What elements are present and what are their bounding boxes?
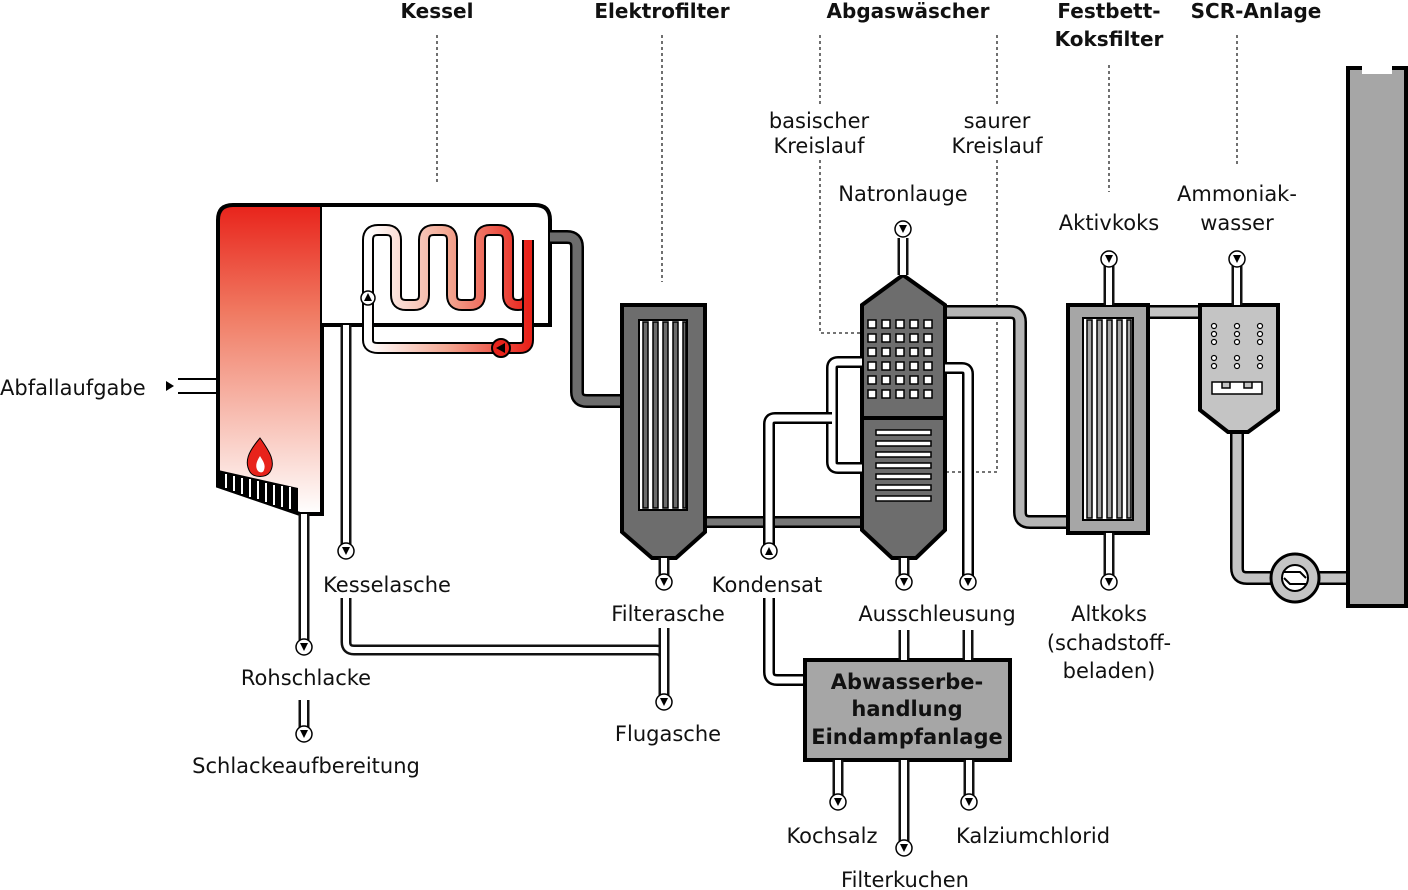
- header-festbett-line2: Koksfilter: [1055, 27, 1164, 51]
- arrow-down-icon: [1228, 250, 1246, 268]
- label-ammoniak-line1: Ammoniak-: [1177, 182, 1297, 206]
- label-kalziumchlorid: Kalziumchlorid: [956, 824, 1110, 848]
- arrow-down-icon: [1100, 573, 1118, 591]
- label-flugasche: Flugasche: [615, 722, 721, 746]
- arrow-down-icon: [894, 220, 912, 238]
- flue-gas-scrubber: [860, 272, 947, 560]
- label-altkoks-line3: beladen): [1063, 659, 1156, 683]
- flame-icon: [246, 437, 273, 477]
- basisch-label-line2: Kreislauf: [773, 134, 865, 158]
- boiler-kessel: [216, 203, 552, 516]
- label-natronlauge: Natronlauge: [838, 182, 967, 206]
- label-rohschlacke: Rohschlacke: [241, 666, 371, 690]
- io-pipes: [298, 238, 1243, 842]
- arrow-down-icon: [960, 793, 978, 811]
- fixed-bed-coke-filter: [1066, 303, 1150, 535]
- flow-arrows: [295, 220, 1246, 857]
- arrow-right-icon: [166, 381, 174, 391]
- stage-headers: Kessel Elektrofilter Abgaswäscher Festbe…: [401, 0, 1322, 51]
- arrow-down-icon: [959, 573, 977, 591]
- label-kesselasche: Kesselasche: [323, 573, 451, 597]
- header-elektrofilter: Elektrofilter: [594, 0, 729, 23]
- arrow-down-icon: [895, 839, 913, 857]
- gas-pipes: [550, 230, 1348, 585]
- boiler-furnace: [216, 203, 324, 516]
- pump-icon: [491, 338, 511, 358]
- basisch-label-line1: basischer: [769, 109, 870, 133]
- wastewater-treatment-box: Abwasserbe- handlung Eindampfanlage: [803, 658, 1012, 762]
- header-festbett-line1: Festbett-: [1057, 0, 1160, 23]
- arrow-down-icon: [295, 725, 313, 743]
- arrow-down-icon: [1100, 250, 1118, 268]
- label-altkoks-line2: (schadstoff-: [1047, 631, 1171, 655]
- label-kondensat: Kondensat: [712, 573, 823, 597]
- chimney-stack: [1346, 62, 1408, 608]
- label-aktivkoks: Aktivkoks: [1059, 211, 1159, 235]
- sauer-label-line2: Kreislauf: [951, 134, 1043, 158]
- leader-lines: [436, 35, 1238, 473]
- flow-labels: Natronlauge Aktivkoks Ammoniak- wasser K…: [192, 182, 1297, 890]
- treatment-line3: Eindampfanlage: [811, 725, 1003, 749]
- arrow-down-icon: [895, 573, 913, 591]
- label-abfallaufgabe: Abfallaufgabe: [0, 376, 146, 400]
- scrubber-lower-bars: [875, 429, 932, 502]
- boiler-grate: [218, 470, 298, 512]
- treatment-line2: handlung: [851, 697, 962, 721]
- arrow-down-icon: [829, 793, 847, 811]
- label-ausschleusung: Ausschleusung: [858, 602, 1015, 626]
- arrow-down-icon: [655, 573, 673, 591]
- header-abgaswaescher: Abgaswäscher: [827, 0, 990, 23]
- label-filterasche: Filterasche: [611, 602, 725, 626]
- circuit-labels: basischer Kreislauf saurer Kreislauf: [769, 109, 1043, 158]
- scrubber-upper-grid: [867, 319, 933, 399]
- scrubber-loops: [763, 356, 974, 686]
- scr-reactor: [1198, 303, 1280, 434]
- waste-input: Abfallaufgabe: [0, 376, 218, 400]
- label-altkoks-line1: Altkoks: [1071, 602, 1147, 626]
- arrow-up-icon: [760, 542, 778, 560]
- label-filterkuchen: Filterkuchen: [841, 868, 969, 890]
- arrow-down-icon: [655, 693, 673, 711]
- arrow-down-icon: [337, 542, 355, 560]
- electrostatic-precipitator: [620, 303, 707, 560]
- arrow-down-icon: [295, 638, 313, 656]
- header-scr: SCR-Anlage: [1191, 0, 1322, 23]
- treatment-line1: Abwasserbe-: [831, 670, 983, 694]
- header-kessel: Kessel: [401, 0, 474, 23]
- label-schlackeaufbereitung: Schlackeaufbereitung: [192, 754, 420, 778]
- label-kochsalz: Kochsalz: [786, 824, 877, 848]
- sauer-label-line1: saurer: [964, 109, 1031, 133]
- arrow-up-icon: [360, 290, 376, 306]
- fan-icon: [1269, 552, 1321, 604]
- label-ammoniak-line2: wasser: [1200, 211, 1274, 235]
